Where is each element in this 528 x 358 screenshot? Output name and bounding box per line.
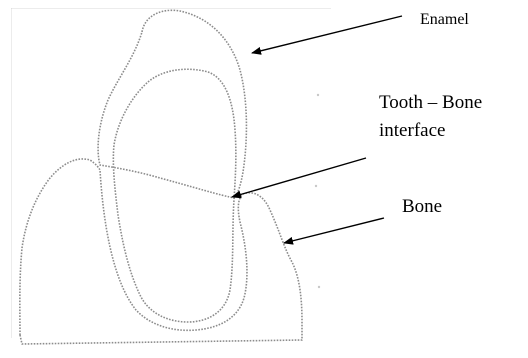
bone-pointer-arrow — [284, 218, 384, 243]
frame-left-edge — [11, 8, 12, 338]
frame-top-edge — [11, 8, 331, 9]
tooth-bone-interface-label: Tooth – Bone interface — [379, 89, 482, 145]
interface-label-line-2: interface — [379, 117, 482, 145]
enamel-outline — [98, 10, 246, 198]
interface-label-line-1: Tooth – Bone — [379, 89, 482, 117]
speck-2 — [315, 185, 317, 187]
interface-pointer-arrow — [232, 158, 366, 197]
speck-3 — [318, 286, 320, 288]
bone-label: Bone — [402, 196, 442, 219]
tooth-root-outline — [113, 69, 236, 322]
speck-1 — [317, 94, 319, 96]
enamel-pointer-arrow — [252, 16, 402, 53]
enamel-label: Enamel — [420, 10, 469, 29]
